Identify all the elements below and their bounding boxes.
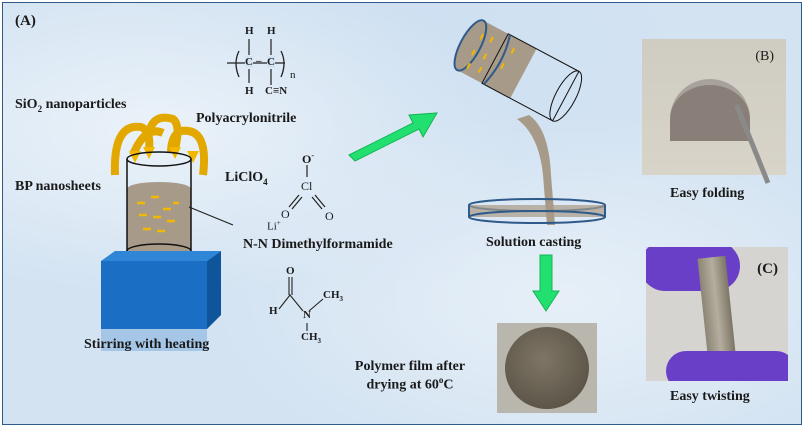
petri-dish-icon	[468, 198, 606, 224]
hot-plate-stirrer-icon	[101, 251, 221, 351]
liclo4-o-right: O	[325, 209, 334, 223]
process-arrow-down-icon	[532, 254, 560, 312]
liclo4-structure: O- Cl O O Li+	[265, 151, 345, 233]
liclo4-cl: Cl	[301, 179, 313, 193]
dmf-ch3-bottom: CH3	[301, 331, 321, 346]
easy-folding-photo: (B)	[642, 39, 786, 184]
easy-twisting-label: Easy twisting	[670, 389, 750, 404]
polymer-film-label: Polymer film after drying at 60oC	[354, 359, 466, 393]
polyacrylonitrile-structure: H H C – C H C≡N n	[225, 25, 335, 105]
dmf-n: N	[303, 309, 311, 321]
dmf-ch3-top: CH3	[323, 289, 343, 304]
solution-casting-label: Solution casting	[486, 235, 582, 250]
pan-bonds	[227, 39, 285, 85]
stirring-label: Stirring with heating	[84, 337, 210, 352]
pouring-beaker-icon	[453, 19, 583, 225]
polymer-film-photo	[497, 323, 597, 413]
film-disc	[505, 327, 589, 409]
glove-bottom	[666, 351, 788, 381]
pan-n: n	[290, 69, 296, 81]
bp-nanosheets-label: BP nanosheets	[15, 179, 101, 194]
pan-bond: –	[256, 55, 262, 67]
dmf-o: O	[286, 265, 295, 277]
panel-b-label: (B)	[755, 49, 774, 64]
liclo4-label: LiClO4	[225, 170, 268, 187]
dmf-label: N-N Dimethylformamide	[243, 237, 393, 252]
panel-a-label: (A)	[15, 13, 36, 29]
dmf-structure: O H N CH3 CH3	[261, 265, 361, 345]
dmf-bonds	[278, 277, 324, 331]
liclo4-o-left: O	[281, 207, 290, 221]
panel-c-label: (C)	[757, 261, 778, 277]
easy-twisting-photo: (C)	[646, 247, 788, 381]
pan-h-bottom: H	[245, 85, 254, 97]
dmf-pointer-line	[188, 206, 234, 226]
easy-folding-label: Easy folding	[670, 186, 745, 201]
polyacrylonitrile-label: Polyacrylonitrile	[196, 111, 297, 126]
liclo4-bonds	[288, 165, 326, 210]
pan-c1: C	[245, 56, 253, 68]
pan-h-top-2: H	[267, 25, 276, 37]
dmf-h: H	[269, 305, 278, 317]
process-arrow-right-icon	[348, 112, 438, 162]
pan-cn: C≡N	[265, 85, 288, 97]
pan-c2: C	[267, 56, 275, 68]
tweezers	[734, 104, 771, 184]
pan-h-top-1: H	[245, 25, 254, 37]
liclo4-li-plus: Li+	[267, 219, 281, 233]
sio2-label: SiO2 nanoparticles	[15, 97, 127, 114]
liclo4-o-minus: O-	[302, 151, 315, 166]
